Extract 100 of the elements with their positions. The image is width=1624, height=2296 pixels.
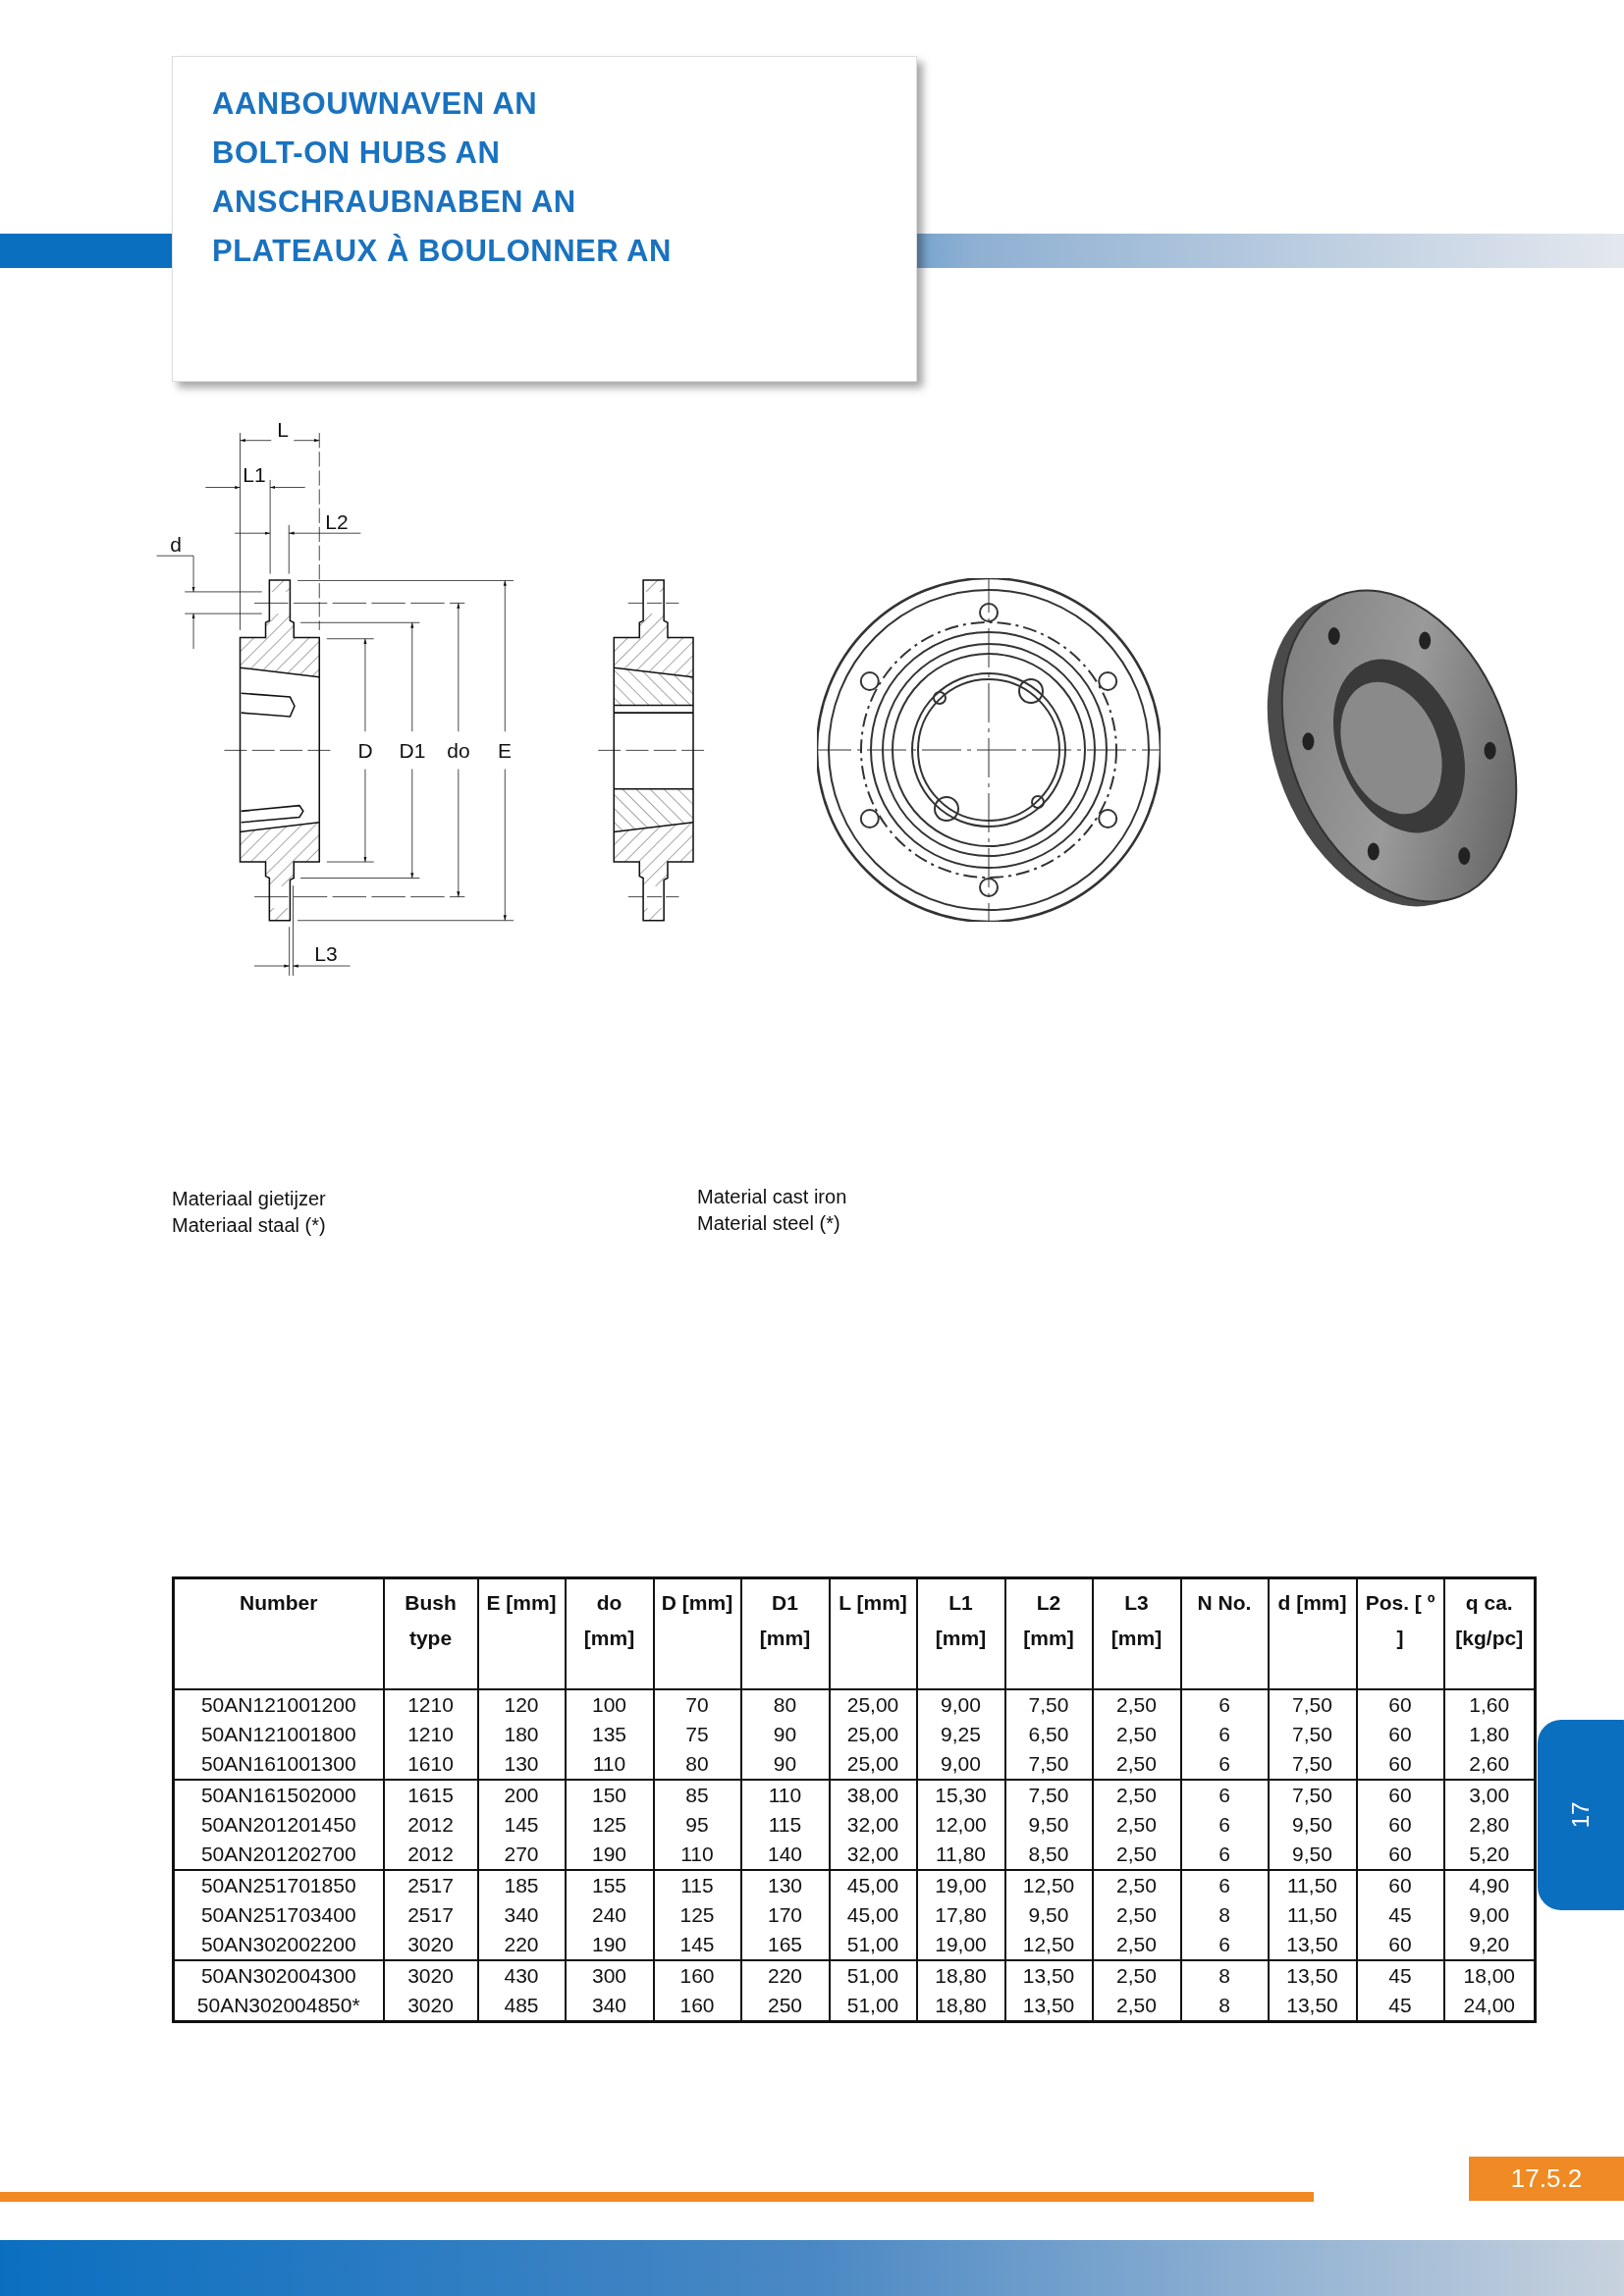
table-value: 165 — [740, 1930, 830, 1960]
table-value: 6 — [1180, 1780, 1269, 1810]
table-value: 6 — [1180, 1870, 1269, 1900]
table-value: 3020 — [383, 1930, 478, 1960]
table-value: 12,50 — [1004, 1930, 1093, 1960]
table-value: 51,00 — [829, 1960, 917, 1991]
table-value: 2517 — [383, 1870, 478, 1900]
part-number: 50AN201202700 — [173, 1840, 384, 1870]
part-number: 50AN161502000 — [173, 1780, 384, 1810]
table-value: 8 — [1180, 1960, 1269, 1991]
table-value: 11,50 — [1268, 1900, 1357, 1930]
table-value: 60 — [1356, 1810, 1444, 1840]
table-value: 13,50 — [1004, 1991, 1093, 2022]
column-header: d [mm] — [1268, 1577, 1357, 1689]
table-value: 60 — [1356, 1689, 1444, 1720]
table-value: 13,50 — [1268, 1930, 1357, 1960]
table-value: 4,90 — [1443, 1870, 1536, 1900]
table-value: 51,00 — [829, 1930, 917, 1960]
part-number: 50AN302004300 — [173, 1960, 384, 1991]
material-note: Materiaal staal (*) — [172, 1214, 326, 1237]
table-value: 70 — [653, 1689, 741, 1720]
dimension-label: E — [498, 739, 512, 761]
table-value: 2,60 — [1443, 1749, 1536, 1780]
column-header: L1 [mm] — [916, 1577, 1005, 1689]
part-number: 50AN161001300 — [173, 1749, 384, 1780]
table-value: 15,30 — [916, 1780, 1005, 1810]
table-value: 125 — [565, 1810, 654, 1840]
dimension-label: d — [170, 533, 182, 555]
table-value: 60 — [1356, 1840, 1444, 1870]
table-value: 3020 — [383, 1960, 478, 1991]
material-note: Materiaal gietijzer — [172, 1188, 326, 1210]
table-value: 60 — [1356, 1749, 1444, 1780]
table-value: 80 — [740, 1689, 830, 1720]
table-value: 5,20 — [1443, 1840, 1536, 1870]
table-value: 9,00 — [916, 1689, 1005, 1720]
table-value: 2,50 — [1092, 1840, 1181, 1870]
table-value: 13,50 — [1004, 1960, 1093, 1991]
table-value: 6 — [1180, 1840, 1269, 1870]
table-value: 7,50 — [1004, 1780, 1093, 1810]
column-header: Bush type — [383, 1577, 478, 1689]
table-value: 32,00 — [829, 1840, 917, 1870]
table-value: 340 — [477, 1900, 566, 1930]
table-value: 3,00 — [1443, 1780, 1536, 1810]
table-value: 2012 — [383, 1810, 478, 1840]
table-value: 12,00 — [916, 1810, 1005, 1840]
part-number: 50AN121001800 — [173, 1720, 384, 1749]
heading: BOLT-ON HUBS AN — [212, 135, 501, 171]
table-value: 6,50 — [1004, 1720, 1093, 1749]
table-value: 13,50 — [1268, 1960, 1357, 1991]
column-header: L [mm] — [829, 1577, 917, 1689]
table-value: 135 — [565, 1720, 654, 1749]
table-value: 155 — [565, 1870, 654, 1900]
table-value: 7,50 — [1004, 1749, 1093, 1780]
dimension-label: D — [357, 739, 373, 761]
table-value: 13,50 — [1268, 1991, 1357, 2022]
table-value: 2,50 — [1092, 1749, 1181, 1780]
table-value: 3020 — [383, 1991, 478, 2022]
column-header: Number — [173, 1577, 384, 1689]
table-value: 110 — [740, 1780, 830, 1810]
dimension-label: L — [277, 418, 289, 440]
table-value: 1,60 — [1443, 1689, 1536, 1720]
part-number: 50AN302002200 — [173, 1930, 384, 1960]
table-value: 9,20 — [1443, 1930, 1536, 1960]
table-value: 60 — [1356, 1870, 1444, 1900]
table-value: 11,50 — [1268, 1870, 1357, 1900]
table-value: 6 — [1180, 1749, 1269, 1780]
table-value: 180 — [477, 1720, 566, 1749]
table-value: 95 — [653, 1810, 741, 1840]
table-value: 160 — [653, 1991, 741, 2022]
table-value: 220 — [477, 1930, 566, 1960]
heading: AANBOUWNAVEN AN — [212, 86, 538, 122]
table-value: 100 — [565, 1689, 654, 1720]
table-value: 60 — [1356, 1930, 1444, 1960]
table-value: 9,50 — [1004, 1810, 1093, 1840]
table-value: 340 — [565, 1991, 654, 2022]
table-value: 1210 — [383, 1720, 478, 1749]
table-value: 9,00 — [916, 1749, 1005, 1780]
column-header: E [mm] — [477, 1577, 566, 1689]
dimension-label: D1 — [399, 739, 426, 761]
table-value: 9,00 — [1443, 1900, 1536, 1930]
column-header: D [mm] — [653, 1577, 741, 1689]
table-value: 2517 — [383, 1900, 478, 1930]
table-value: 45,00 — [829, 1900, 917, 1930]
table-value: 19,00 — [916, 1870, 1005, 1900]
table-value: 185 — [477, 1870, 566, 1900]
table-value: 2,50 — [1092, 1991, 1181, 2022]
table-value: 7,50 — [1268, 1689, 1357, 1720]
table-value: 2,50 — [1092, 1720, 1181, 1749]
table-value: 45 — [1356, 1900, 1444, 1930]
table-value: 19,00 — [916, 1930, 1005, 1960]
table-value: 90 — [740, 1749, 830, 1780]
table-value: 60 — [1356, 1720, 1444, 1749]
table-value: 485 — [477, 1991, 566, 2022]
heading: ANSCHRAUBNABEN AN — [212, 185, 576, 220]
table-value: 25,00 — [829, 1689, 917, 1720]
table-value: 6 — [1180, 1930, 1269, 1960]
part-number: 50AN121001200 — [173, 1689, 384, 1720]
table-value: 25,00 — [829, 1720, 917, 1749]
table-value: 200 — [477, 1780, 566, 1810]
table-value: 18,80 — [916, 1960, 1005, 1991]
